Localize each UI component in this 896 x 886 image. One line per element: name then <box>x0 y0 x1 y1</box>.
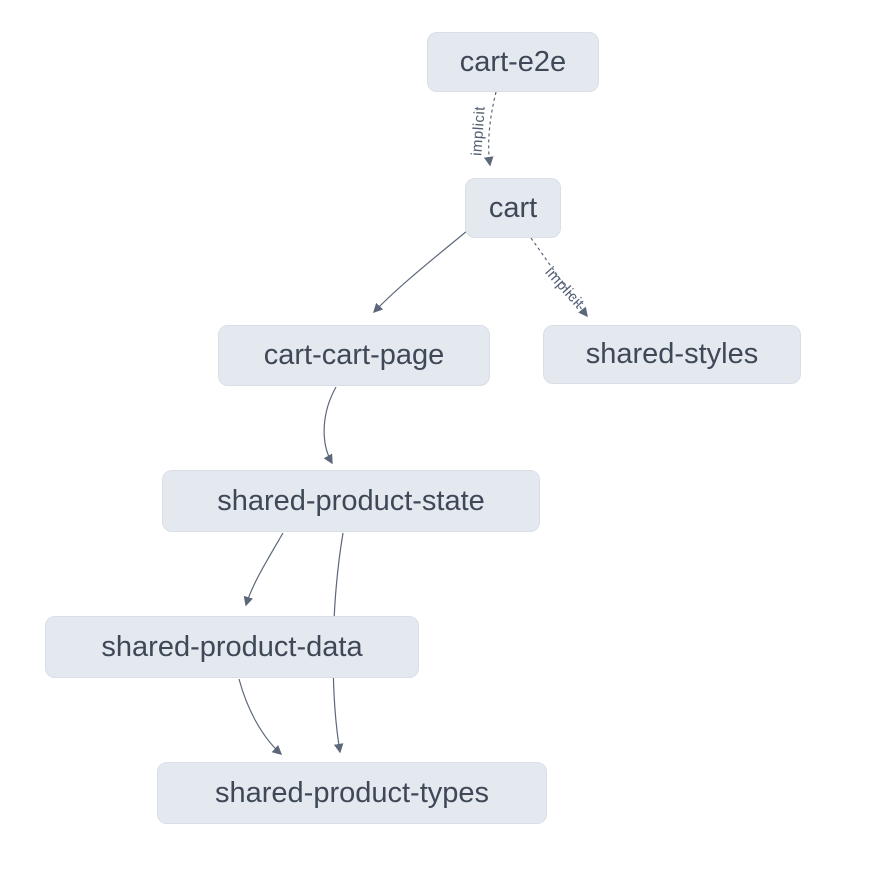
edge-label-implicit-shared-styles: implicit <box>542 264 588 313</box>
node-cart-e2e[interactable]: cart-e2e <box>427 32 599 92</box>
edge-cart-to-cart-cart-page <box>373 230 468 314</box>
node-shared-styles[interactable]: shared-styles <box>543 325 801 384</box>
edge-cart-e2e-to-cart <box>483 91 497 167</box>
edge-shared-product-state-to-shared-product-data <box>243 532 284 607</box>
edge-label-implicit-cart-e2e: implicit <box>468 105 488 156</box>
node-shared-product-types[interactable]: shared-product-types <box>157 762 547 824</box>
edge-cart-cart-page-to-shared-product-state <box>323 386 337 465</box>
edge-cart-to-shared-styles <box>530 237 588 318</box>
node-shared-product-state[interactable]: shared-product-state <box>162 470 540 532</box>
node-cart[interactable]: cart <box>465 178 561 238</box>
edge-shared-product-data-to-shared-product-types <box>238 678 283 755</box>
node-shared-product-data[interactable]: shared-product-data <box>45 616 419 678</box>
node-cart-cart-page[interactable]: cart-cart-page <box>218 325 490 386</box>
